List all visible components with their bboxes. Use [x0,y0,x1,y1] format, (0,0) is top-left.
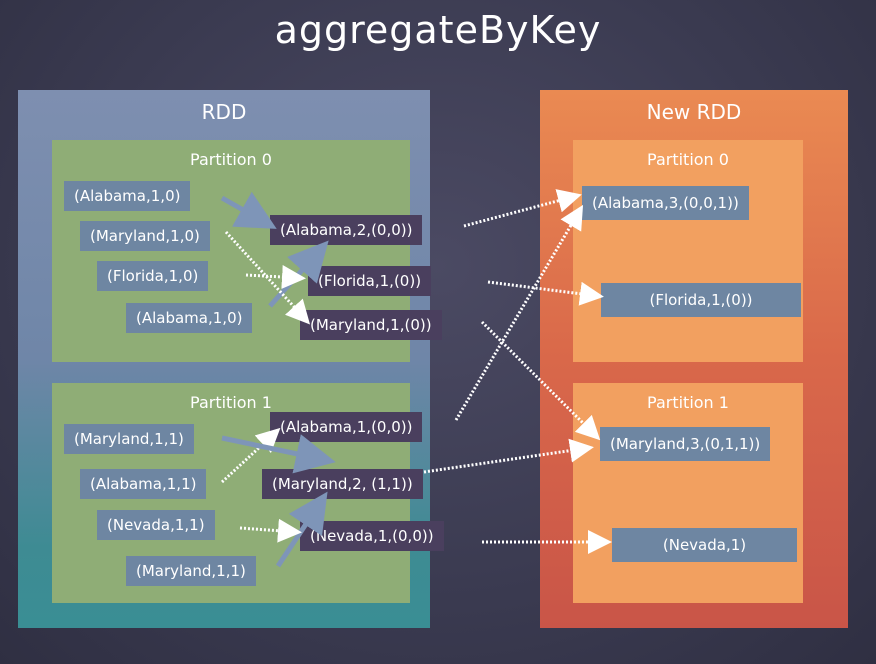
p1-input-maryland-2: (Maryland,1,1) [126,556,256,586]
p1-input-alabama: (Alabama,1,1) [80,469,207,499]
p0-input-alabama: (Alabama,1,0) [64,181,191,211]
new-rdd-panel-title: New RDD [646,100,742,124]
new-p0-alabama: (Alabama,3,(0,0,1)) [582,186,749,220]
rdd-partition-0-label: Partition 0 [190,150,272,169]
new-p0-florida: (Florida,1,(0)) [601,283,801,317]
p1-output-alabama: (Alabama,1,(0,0)) [270,412,423,442]
p1-output-maryland: (Maryland,2, (1,1)) [262,469,423,499]
new-rdd-partition-0-label: Partition 0 [647,150,729,169]
p1-input-nevada: (Nevada,1,1) [97,510,215,540]
p0-input-florida: (Florida,1,0) [97,261,209,291]
p0-input-alabama-2: (Alabama,1,0) [126,303,253,333]
rdd-panel-title: RDD [201,100,247,124]
p0-output-alabama: (Alabama,2,(0,0)) [270,215,423,245]
p0-output-maryland: (Maryland,1,(0)) [300,310,442,340]
new-rdd-partition-1: Partition 1 [573,383,803,603]
new-p1-maryland: (Maryland,3,(0,1,1)) [600,427,771,461]
diagram-title: aggregateByKey [274,8,602,52]
rdd-partition-1-label: Partition 1 [190,393,272,412]
p1-input-maryland: (Maryland,1,1) [64,424,194,454]
p0-output-florida: (Florida,1,(0)) [308,266,432,296]
new-rdd-partition-0: Partition 0 [573,140,803,362]
p0-input-maryland: (Maryland,1,0) [80,221,210,251]
new-p1-nevada: (Nevada,1) [612,528,797,562]
new-rdd-partition-1-label: Partition 1 [647,393,729,412]
p1-output-nevada: (Nevada,1,(0,0)) [300,521,444,551]
